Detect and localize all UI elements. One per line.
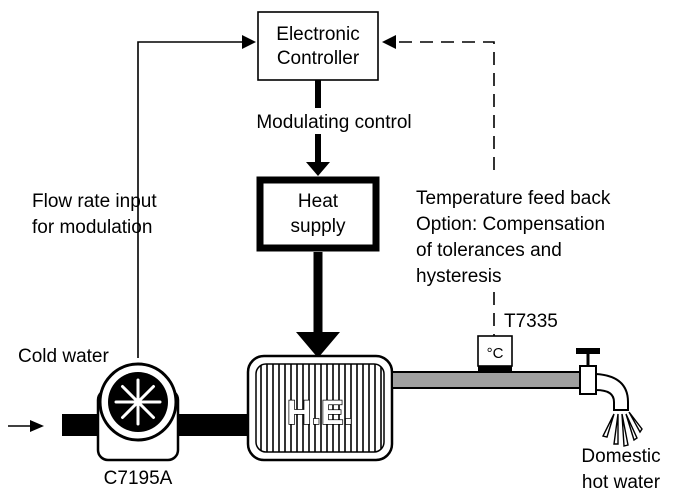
heat-supply-label-line2: supply — [291, 216, 346, 237]
arrow-down-icon — [296, 332, 340, 358]
flow-rate-label-line1: Flow rate input — [32, 191, 157, 212]
cold-water-label: Cold water — [18, 346, 109, 367]
modulating-control-label: Modulating control — [256, 112, 411, 133]
temperature-feedback-line3: of tolerances and — [416, 240, 562, 261]
water-spray-icon — [601, 411, 643, 447]
electronic-controller: Electronic Controller — [257, 11, 379, 81]
controller-label-line1: Electronic — [276, 24, 359, 45]
heat-exchanger-label: H.E. — [287, 394, 353, 432]
arrow-right-icon — [242, 35, 256, 49]
inlet-arrow-icon — [30, 420, 44, 432]
modulating-control-connector — [306, 80, 330, 176]
flow-rate-label-line2: for modulation — [32, 217, 152, 238]
hot-water-pipe — [391, 371, 589, 389]
faucet-icon — [576, 348, 629, 411]
sensor-unit-label: °C — [487, 345, 504, 362]
heat-exchanger: H.E. — [246, 354, 394, 462]
flow-meter — [96, 362, 180, 462]
arrow-down-icon — [306, 162, 330, 176]
flow-meter-label: C7195A — [104, 468, 173, 489]
temperature-feedback-line2: Option: Compensation — [416, 214, 605, 235]
heat-supply-connector — [296, 252, 340, 358]
temperature-feedback-line — [382, 35, 495, 336]
domestic-hot-water-line2: hot water — [582, 472, 661, 493]
heat-supply: Heat supply — [256, 176, 380, 252]
temperature-sensor: °C — [477, 335, 513, 372]
temperature-feedback-line1: Temperature feed back — [416, 188, 611, 209]
sensor-model-label: T7335 — [504, 311, 558, 332]
temperature-feedback-line4: hysteresis — [416, 266, 502, 287]
arrow-left-icon — [382, 35, 396, 49]
flow-rate-signal-line — [137, 35, 256, 358]
domestic-hot-water-line1: Domestic — [581, 446, 660, 467]
controller-label-line2: Controller — [277, 48, 360, 69]
heat-supply-label-line1: Heat — [298, 191, 339, 212]
temperature-feedback-label: Temperature feed back Option: Compensati… — [416, 188, 611, 287]
